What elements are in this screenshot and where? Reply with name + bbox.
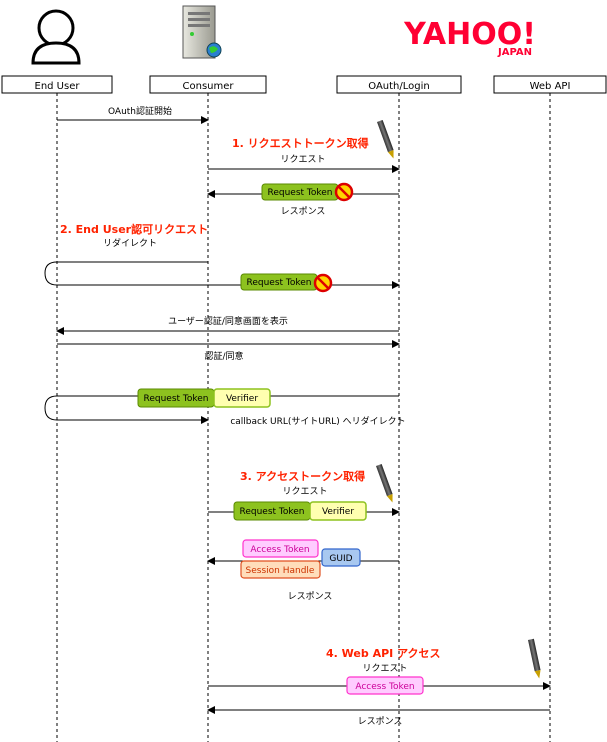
svg-text:Request Token: Request Token bbox=[267, 188, 332, 198]
request-token-badge: Request Token bbox=[233, 501, 311, 521]
guid-badge: GUID bbox=[321, 548, 361, 567]
no-entry-icon bbox=[334, 182, 354, 202]
message-label-request: リクエスト bbox=[282, 486, 327, 497]
arrow-callback bbox=[44, 395, 399, 424]
svg-text:Access Token: Access Token bbox=[355, 682, 414, 692]
svg-text:Consumer: Consumer bbox=[183, 81, 235, 92]
actor-header-oauth: OAuth/Login bbox=[336, 75, 462, 94]
pen-icon bbox=[377, 119, 394, 159]
lifelines bbox=[56, 93, 551, 742]
access-token-badge: Access Token bbox=[242, 539, 319, 558]
svg-text:YAHOO!: YAHOO! bbox=[403, 17, 536, 52]
no-entry-icon bbox=[313, 273, 333, 293]
message-label-callback: callback URL(サイトURL) へリダイレクト bbox=[230, 415, 405, 427]
step-2-label: 2. End User認可リクエスト bbox=[60, 222, 208, 236]
svg-text:Verifier: Verifier bbox=[226, 394, 258, 404]
access-token-badge: Access Token bbox=[346, 676, 424, 695]
message-label-oauth-start: OAuth認証開始 bbox=[108, 105, 172, 117]
svg-text:Session Handle: Session Handle bbox=[246, 566, 315, 576]
step-3-label: 3. アクセストークン取得 bbox=[240, 469, 365, 483]
actor-header-consumer: Consumer bbox=[149, 75, 267, 94]
svg-text:Web API: Web API bbox=[530, 81, 571, 92]
message-label-response: レスポンス bbox=[358, 716, 403, 727]
svg-text:Request Token: Request Token bbox=[143, 394, 208, 404]
arrow-redirect bbox=[44, 261, 400, 289]
request-token-badge: Request Token bbox=[240, 273, 318, 291]
request-token-badge: Request Token bbox=[137, 388, 215, 408]
svg-text:GUID: GUID bbox=[329, 554, 352, 564]
message-label-redirect: リダイレクト bbox=[103, 237, 157, 249]
step-4-label: 4. Web API アクセス bbox=[326, 647, 441, 660]
svg-text:Request Token: Request Token bbox=[239, 507, 304, 517]
svg-text:Access Token: Access Token bbox=[250, 545, 309, 555]
message-label-display-auth: ユーザー認証/同意画面を表示 bbox=[168, 315, 288, 327]
message-label-response: レスポンス bbox=[288, 591, 333, 602]
svg-text:Request Token: Request Token bbox=[246, 278, 311, 288]
actor-header-end-user: End User bbox=[1, 75, 113, 94]
message-label-request: リクエスト bbox=[362, 663, 407, 674]
message-label-request: リクエスト bbox=[280, 154, 325, 165]
message-label-auth-consent: 認証/同意 bbox=[204, 350, 243, 362]
actor-header-web-api: Web API bbox=[493, 75, 607, 94]
verifier-badge: Verifier bbox=[309, 501, 367, 521]
svg-text:Verifier: Verifier bbox=[322, 507, 354, 517]
pen-icon bbox=[376, 463, 393, 503]
yahoo-japan-logo: YAHOO! JAPAN bbox=[403, 17, 536, 58]
message-label-response: レスポンス bbox=[281, 206, 326, 217]
svg-text:OAuth/Login: OAuth/Login bbox=[368, 81, 429, 92]
request-token-badge: Request Token bbox=[261, 183, 339, 201]
svg-text:JAPAN: JAPAN bbox=[497, 47, 532, 58]
verifier-badge: Verifier bbox=[213, 388, 271, 408]
pen-icon bbox=[528, 638, 541, 679]
step-1-label: 1. リクエストトークン取得 bbox=[232, 136, 369, 150]
svg-text:End User: End User bbox=[35, 81, 81, 92]
server-icon bbox=[182, 5, 222, 59]
session-handle-badge: Session Handle bbox=[240, 560, 321, 579]
user-icon bbox=[31, 9, 81, 65]
